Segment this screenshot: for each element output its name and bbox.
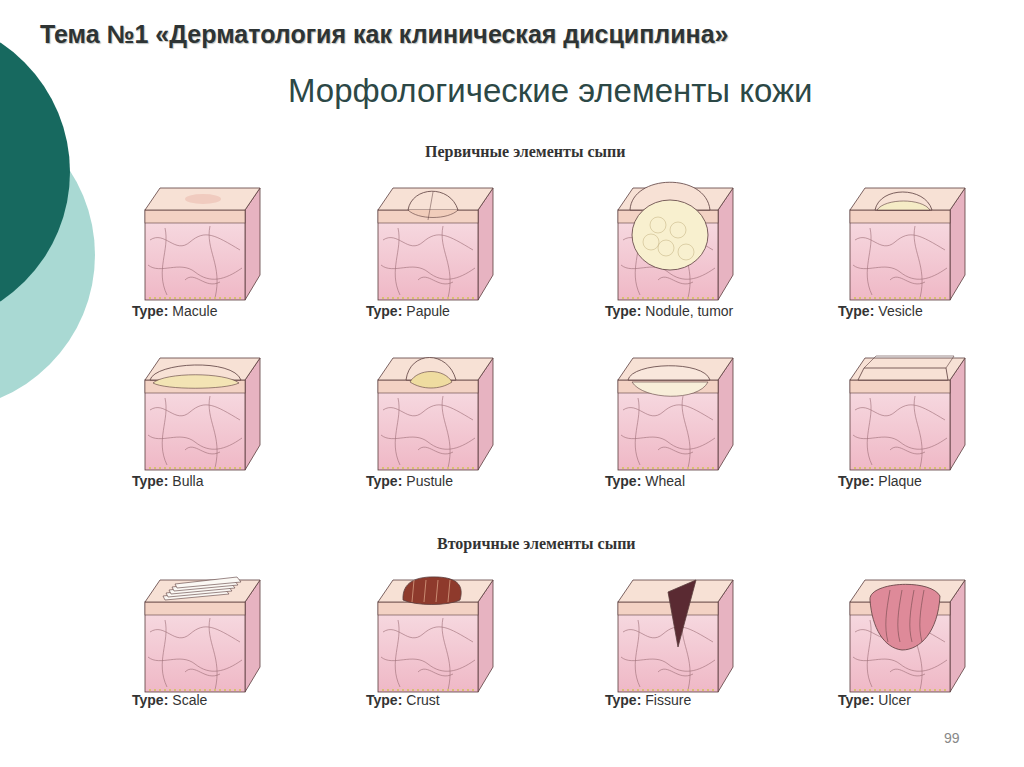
caption-value: Crust	[406, 692, 439, 708]
skin-block	[618, 580, 733, 692]
decor-circle	[0, 17, 70, 327]
caption-value: Nodule, tumor	[645, 303, 733, 319]
caption-key: Type:	[366, 473, 402, 489]
caption-key: Type:	[132, 303, 168, 319]
skin-block	[618, 182, 733, 300]
caption-key: Type:	[838, 303, 874, 319]
page-number: 99	[944, 730, 960, 746]
skin-block	[145, 577, 260, 692]
caption-value: Wheal	[645, 473, 685, 489]
skin-block	[850, 188, 965, 300]
caption-key: Type:	[605, 692, 641, 708]
caption-value: Bulla	[172, 473, 203, 489]
section-heading: Первичные элементы сыпи	[425, 143, 625, 161]
skin-block	[850, 580, 965, 692]
skin-block	[145, 358, 260, 470]
caption-value: Fissure	[645, 692, 691, 708]
caption-key: Type:	[605, 303, 641, 319]
caption-value: Macule	[172, 303, 217, 319]
skin-block	[378, 358, 493, 471]
caption-value: Scale	[172, 692, 207, 708]
skin-block	[378, 188, 493, 300]
caption-key: Type:	[366, 692, 402, 708]
caption-value: Plaque	[878, 473, 922, 489]
caption-key: Type:	[366, 303, 402, 319]
subtitle: Морфологические элементы кожи	[288, 72, 813, 110]
caption-value: Papule	[406, 303, 450, 319]
caption-key: Type:	[132, 473, 168, 489]
caption-key: Type:	[605, 473, 641, 489]
caption-value: Ulcer	[878, 692, 911, 708]
skin-block	[850, 356, 965, 470]
caption-value: Vesicle	[878, 303, 922, 319]
title: Тема №1 «Дерматология как клиническая ди…	[40, 20, 728, 49]
caption-key: Type:	[838, 473, 874, 489]
caption-value: Pustule	[406, 473, 453, 489]
caption-key: Type:	[838, 692, 874, 708]
section-heading: Вторичные элементы сыпи	[437, 535, 636, 553]
skin-block	[378, 577, 493, 692]
caption-key: Type:	[132, 692, 168, 708]
skin-block	[618, 358, 733, 470]
skin-block	[145, 188, 260, 300]
